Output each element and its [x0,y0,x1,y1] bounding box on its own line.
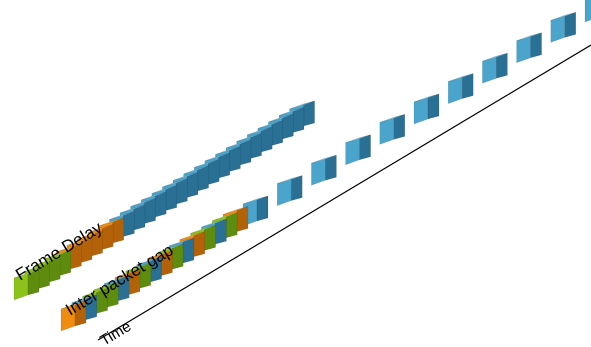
packet-cube [379,114,406,145]
inter-packet-gap-row [60,0,591,332]
frame-delay-row [13,100,315,301]
packet-cube [60,300,87,332]
packet-cube [276,175,303,206]
packet-cube [13,269,40,301]
packet-cube [447,73,474,104]
packet-cube [550,12,577,43]
packet-cube [345,134,371,166]
packet-cube [413,93,440,125]
packet-cube [516,32,542,64]
packet-cube [482,52,508,84]
packet-cube [311,154,337,186]
time-axis [97,44,591,341]
packet-cube [584,0,591,23]
